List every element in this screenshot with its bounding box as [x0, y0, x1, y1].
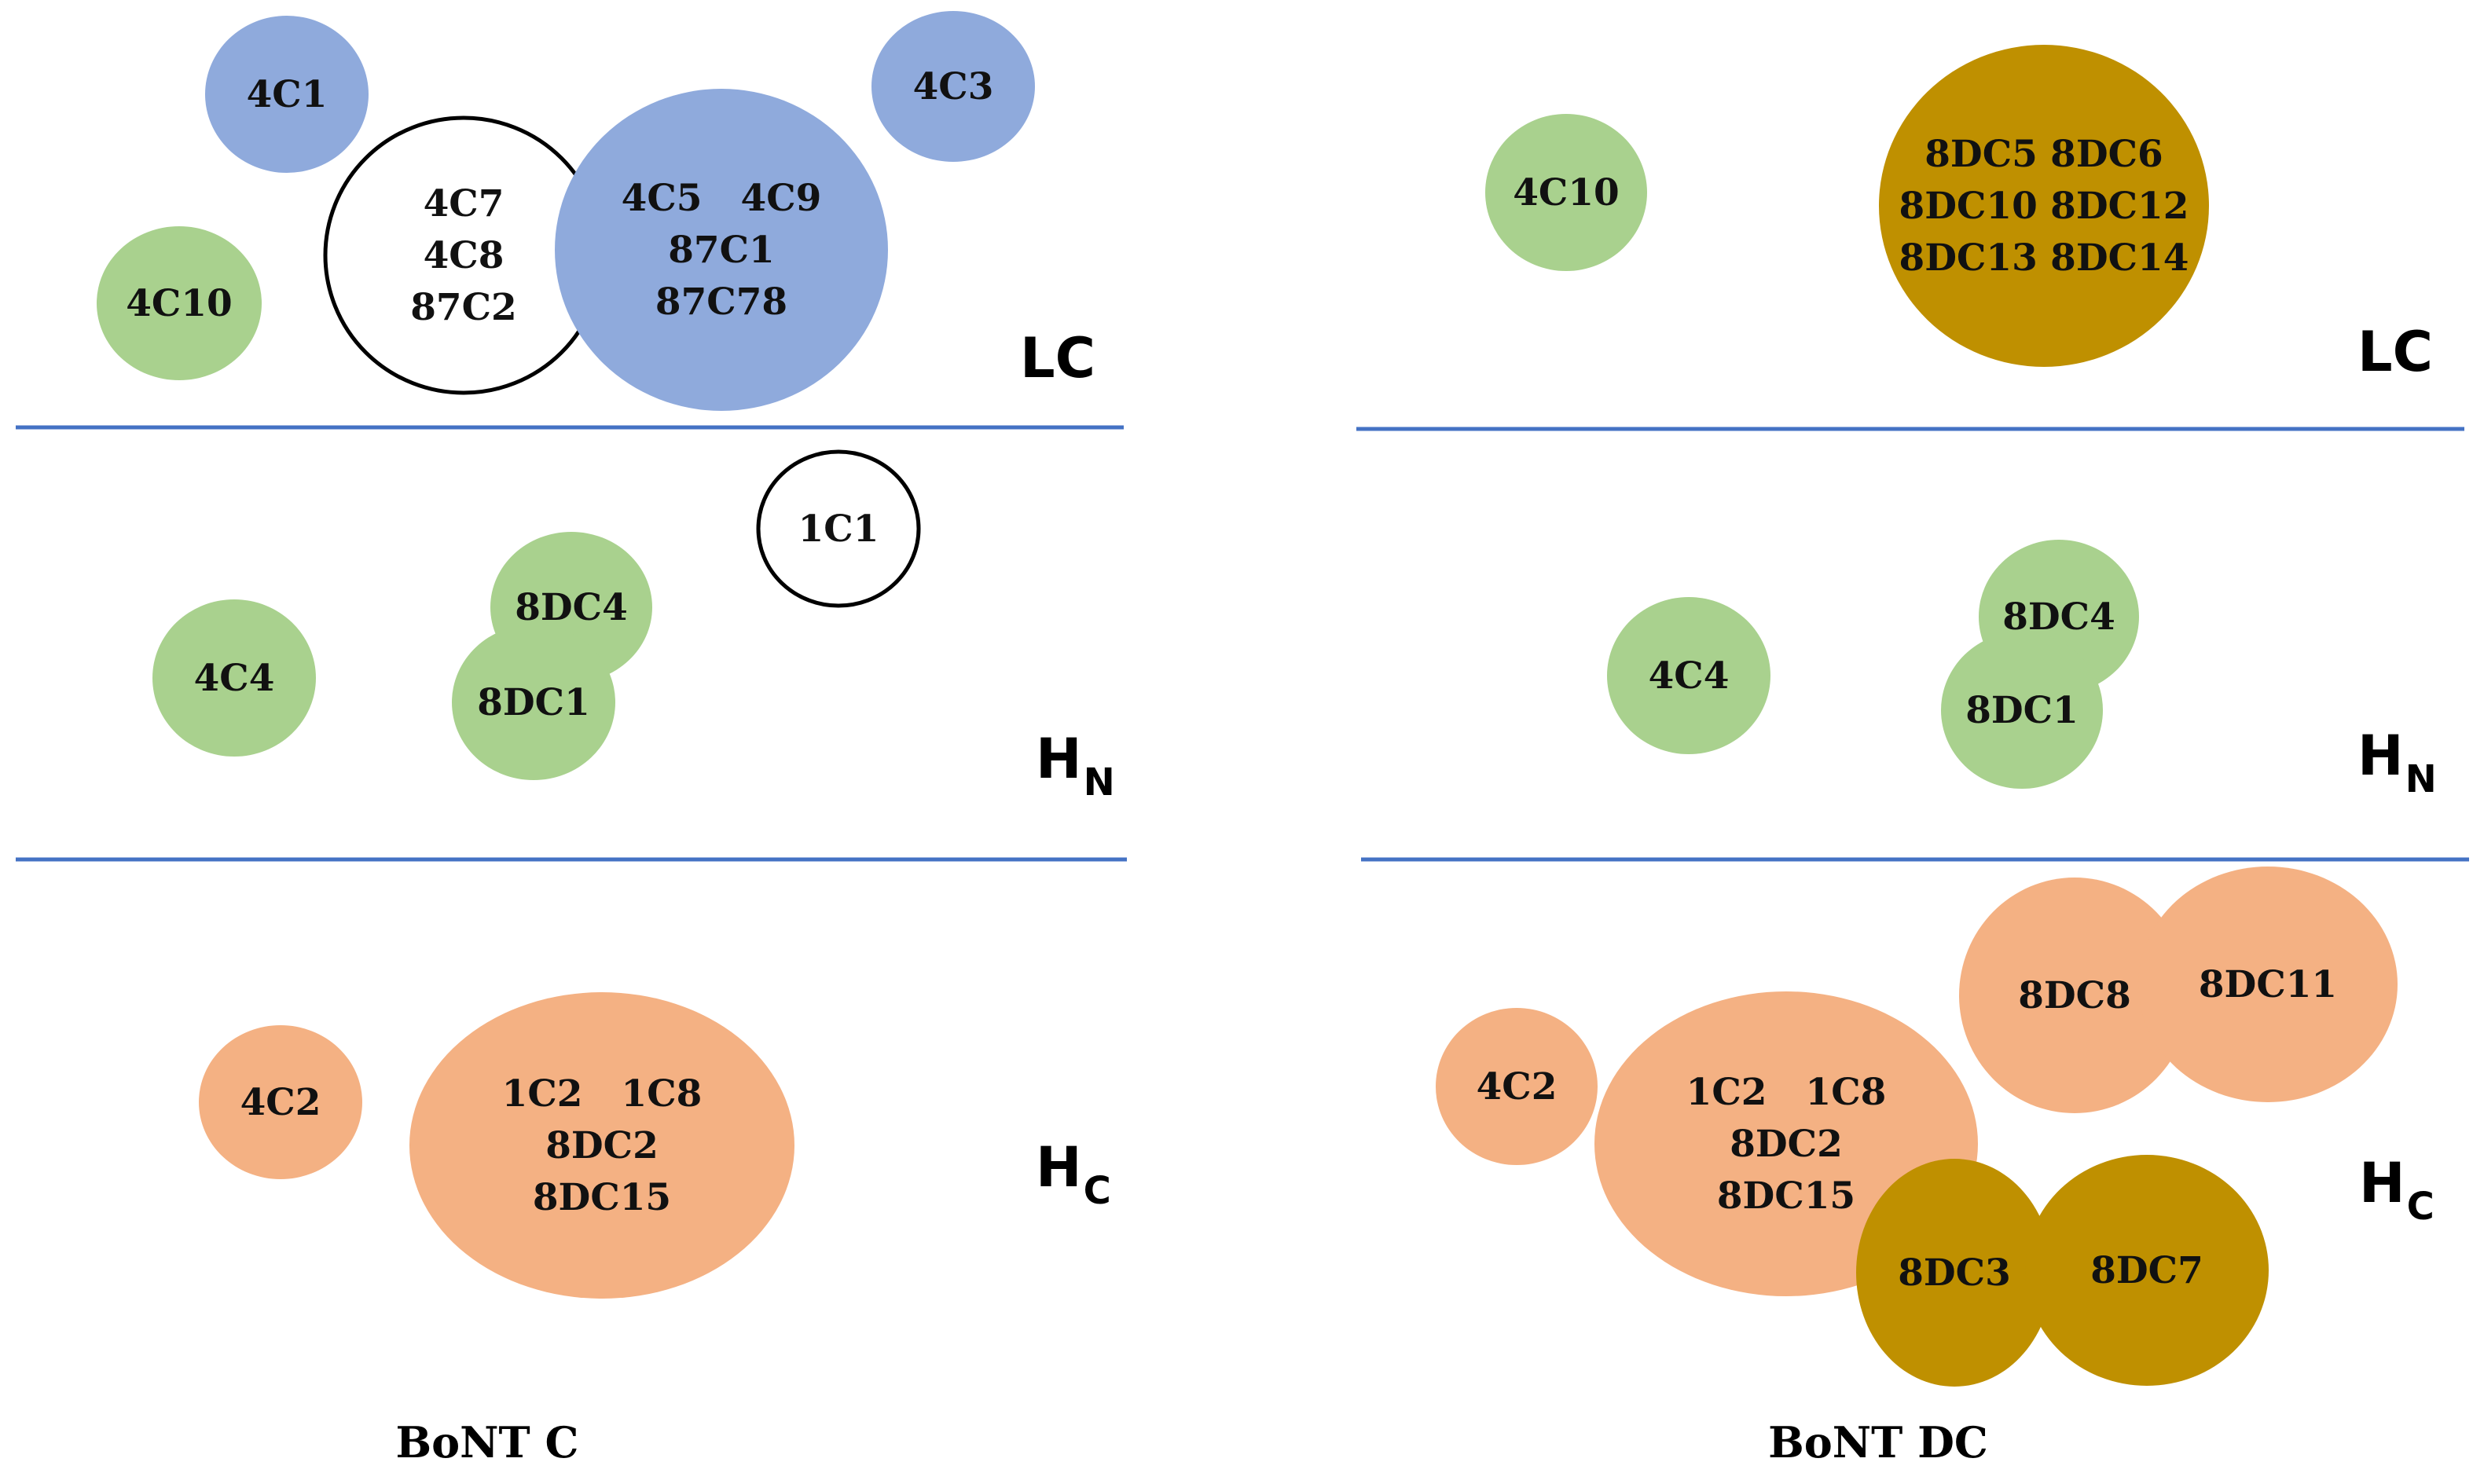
antibody-label: 4C3: [913, 65, 994, 108]
domain-label-main: H: [1036, 727, 1082, 791]
antibody-bubble: 4C4: [152, 599, 316, 757]
domain-label-hn: HN: [1036, 727, 1115, 804]
domain-label-hc: HC: [1036, 1135, 1111, 1213]
domain-label-main: H: [1036, 1135, 1082, 1200]
panel-bont-dc: 4C10 8DC5 8DC6 8DC10 8DC12 8DC13 8DC14 4C4 8D…: [1436, 45, 2437, 1468]
domain-label-subscript: N: [2405, 757, 2437, 801]
bubble-shape: [1856, 1159, 2053, 1387]
domain-label-main: H: [2359, 1151, 2405, 1215]
antibody-label: 1C1: [798, 507, 879, 551]
domain-label-main: LC: [2357, 320, 2433, 384]
antibody-bubble: 8DC3: [1856, 1159, 2053, 1387]
antibody-label: 8DC7: [2090, 1249, 2203, 1292]
antibody-label: 4C8: [424, 234, 505, 277]
antibody-bubble: 1C2 1C8 8DC2 8DC15: [409, 992, 794, 1299]
antibody-bubble: 4C7 4C8 87C2: [323, 115, 604, 395]
antibody-bubble: 4C2: [1436, 1008, 1598, 1165]
bubble-shape: [199, 1025, 362, 1179]
antibody-label: 8DC11: [2199, 963, 2337, 1006]
bubble-shape: [1436, 1008, 1598, 1165]
bubble-shape: [2025, 1155, 2269, 1386]
bubble-shape: [1959, 878, 2190, 1113]
antibody-label: 4C4: [194, 657, 275, 700]
antibody-label: 8DC1: [1965, 689, 2079, 732]
antibody-label: 4C7: [424, 182, 505, 225]
antibody-label: 8DC4: [515, 586, 628, 629]
antibody-bubble: 4C1: [205, 16, 369, 173]
antibody-label: 8DC10 8DC12: [1899, 185, 2189, 228]
antibody-bubble: 8DC8: [1959, 878, 2190, 1113]
bubble-shape: [409, 992, 794, 1299]
antibody-label: 4C5 4C9: [622, 177, 822, 220]
bubble-shape: [97, 226, 262, 380]
antibody-label: 8DC4: [2002, 595, 2115, 639]
bubble-shape: [756, 449, 921, 608]
antibody-label: 4C10: [126, 282, 233, 325]
antibody-bubble: 8DC1: [1941, 632, 2103, 789]
domain-label-subscript: N: [1084, 760, 1115, 804]
antibody-label: 8DC3: [1898, 1251, 2011, 1295]
bubble-shape: [1941, 632, 2103, 789]
antibody-label: 8DC15: [533, 1176, 671, 1219]
antibody-bubble: 1C1: [756, 449, 921, 608]
domain-label-main: H: [2357, 724, 2404, 788]
antibody-label: 4C2: [240, 1081, 321, 1124]
bubble-shape: [555, 89, 888, 411]
antibody-bubble: 4C3: [871, 11, 1035, 162]
bubble-shape: [1879, 45, 2209, 367]
antibody-label: 8DC13 8DC14: [1899, 236, 2189, 280]
panel-title: BoNT C: [396, 1417, 579, 1468]
antibody-label: 87C78: [655, 280, 787, 324]
domain-label-lc: LC: [2357, 320, 2433, 384]
bubble-shape: [452, 625, 615, 780]
antibody-label: 8DC5 8DC6: [1924, 133, 2163, 176]
antibody-label: 87C1: [668, 229, 775, 272]
domain-label-hn: HN: [2357, 724, 2437, 801]
panel-title: BoNT DC: [1768, 1417, 1988, 1468]
antibody-label: 8DC8: [2018, 974, 2131, 1017]
antibody-bubble: 4C5 4C9 87C1 87C78: [555, 89, 888, 411]
antibody-bubble: 4C2: [199, 1025, 362, 1179]
antibody-label: 8DC2: [1730, 1123, 1843, 1166]
antibody-bubble: 4C10: [1485, 114, 1647, 271]
antibody-bubble: 8DC7: [2025, 1155, 2269, 1386]
antibody-label: 8DC15: [1717, 1174, 1855, 1218]
domain-label-lc: LC: [1020, 326, 1095, 390]
bubble-shape: [1607, 597, 1770, 754]
antibody-label: 4C4: [1649, 654, 1730, 698]
panel-bont-c: 4C1 4C3 4C7 4C8 87C2 4C5 4C9 87C1 87C78 4C10 1C1 8…: [97, 11, 1115, 1468]
antibody-bubble: 8DC1: [452, 625, 615, 780]
antibody-bubble: 8DC11: [2138, 867, 2398, 1102]
antibody-label: 87C2: [410, 286, 517, 329]
antibody-label: 1C2 1C8: [502, 1072, 703, 1116]
domain-label-main: LC: [1020, 326, 1095, 390]
antibody-bubble: 8DC5 8DC6 8DC10 8DC12 8DC13 8DC14: [1879, 45, 2209, 367]
antibody-label: 8DC1: [477, 681, 590, 724]
antibody-label: 4C1: [247, 73, 328, 116]
antibody-bubble: 4C10: [97, 226, 262, 380]
antibody-label: 1C2 1C8: [1686, 1071, 1887, 1114]
antibody-label: 4C2: [1477, 1065, 1558, 1108]
antibody-label: 4C10: [1513, 171, 1620, 214]
bubble-shape: [205, 16, 369, 173]
antibody-bubble: 4C4: [1607, 597, 1770, 754]
domain-label-hc: HC: [2359, 1151, 2434, 1229]
bubble-shape: [871, 11, 1035, 162]
antibody-label: 8DC2: [545, 1124, 659, 1167]
bubble-shape: [1485, 114, 1647, 271]
domain-label-subscript: C: [2407, 1185, 2434, 1229]
domain-label-subscript: C: [1084, 1169, 1111, 1213]
bubble-shape: [2138, 867, 2398, 1102]
bubble-shape: [152, 599, 316, 757]
